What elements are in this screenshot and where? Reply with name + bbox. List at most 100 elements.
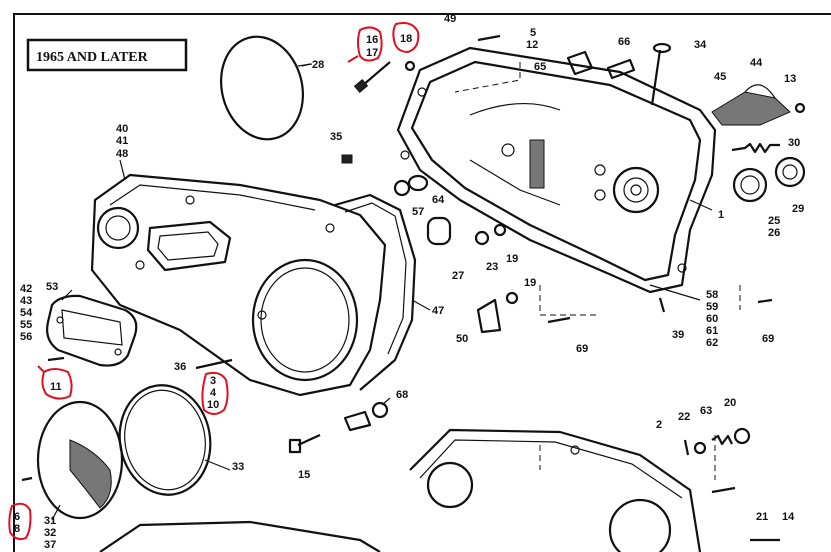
callout-22: 22 [678,411,690,423]
callout-8: 8 [14,523,20,535]
callout-40: 40 [116,123,128,135]
callout-33: 33 [232,461,244,473]
gasket-ring-33 [118,384,212,496]
callout-19-lower: 19 [524,277,536,289]
callout-4: 4 [210,387,217,399]
screw-11 [47,356,65,362]
callout-50: 50 [456,333,468,345]
callout-48: 48 [116,148,128,160]
plate-65 [566,50,594,76]
diagram-frame [13,13,831,552]
diagram-title: 1965 AND LATER [36,50,149,65]
callout-59: 59 [706,301,718,313]
part-20 [733,427,751,445]
spring-30 [731,142,780,154]
callout-labels: 49 5 12 66 34 65 16 17 18 28 45 44 13 40… [14,13,804,551]
bolt-34 [650,49,662,106]
callout-63: 63 [700,405,712,417]
cover-clutch-opening [251,258,359,382]
screw-39 [658,297,666,313]
callout-49: 49 [444,13,456,25]
callout-18: 18 [400,33,412,45]
red-circle-16-17 [347,26,383,63]
screw-36 [195,358,233,370]
callout-29: 29 [792,203,804,215]
bushing-27 [426,216,452,246]
callout-57: 57 [412,206,424,218]
red-circle-6-8 [8,502,32,541]
inspection-cover-53 [46,294,138,367]
spring-63 [711,434,733,446]
screw-13 [794,102,806,114]
callout-47: 47 [432,305,444,317]
callout-62: 62 [706,337,718,349]
derby-cover-outline [36,400,124,520]
bolt-15 [297,433,321,447]
callout-3: 3 [210,375,216,387]
callout-6: 6 [14,511,20,523]
chain-adjuster-shoe [529,139,545,189]
lower-cover-edge [99,520,381,552]
callout-54: 54 [20,307,33,319]
callout-27: 27 [452,270,464,282]
title-box: 1965 AND LATER [26,38,188,72]
callout-66: 66 [618,36,630,48]
callout-10: 10 [207,399,219,411]
screw-lower [711,486,736,494]
lower-inner-housing [409,428,702,552]
callout-42: 42 [20,283,32,295]
callout-60: 60 [706,313,718,325]
red-circle-18 [392,22,420,54]
callout-35: 35 [330,131,342,143]
inner-primary-housing [396,46,717,294]
callout-69-left: 69 [576,343,588,355]
cover-inspection-dome [96,206,140,250]
screw-69 [547,316,571,324]
alignment-line [539,285,600,316]
callout-17: 17 [366,47,378,59]
screw-69b [757,298,773,304]
red-circle-11 [37,365,73,400]
callout-1: 1 [718,209,724,221]
callout-12: 12 [526,39,538,51]
callout-26: 26 [768,227,780,239]
callout-44: 44 [750,57,763,69]
red-circle-3-4-10 [201,371,229,415]
nut-23 [474,230,490,246]
callout-68: 68 [396,389,408,401]
callout-30: 30 [788,137,800,149]
callout-21: 21 [756,511,768,523]
cover-window-opening [146,220,232,272]
callout-2: 2 [656,419,662,431]
callout-15: 15 [298,469,310,481]
callout-28: 28 [312,59,324,71]
callout-32: 32 [44,527,56,539]
gasket-ring-28 [219,35,305,141]
part-57 [393,179,411,197]
part-68 [343,410,372,432]
derby-cover-31 [36,400,124,520]
callout-56: 56 [20,331,32,343]
alignment-line [454,62,521,93]
callout-64: 64 [432,194,445,206]
callout-58: 58 [706,289,718,301]
callout-55: 55 [20,319,32,331]
callout-41: 41 [116,135,128,147]
plug-35 [341,154,353,164]
callout-14: 14 [782,511,795,523]
bolt-16 [353,61,391,93]
housing-bearing-bore [612,166,660,214]
callout-11: 11 [50,381,62,393]
callout-65: 65 [534,61,546,73]
outer-primary-cover [90,173,387,397]
callout-37: 37 [44,539,56,551]
seal-29 [774,156,806,188]
washer-19b [505,291,519,305]
callout-31: 31 [44,515,56,527]
washer-19 [493,223,507,237]
callout-53: 53 [46,281,58,293]
callout-69-right: 69 [762,333,774,345]
callout-25: 25 [768,215,780,227]
cover-plate-45 [711,91,791,126]
